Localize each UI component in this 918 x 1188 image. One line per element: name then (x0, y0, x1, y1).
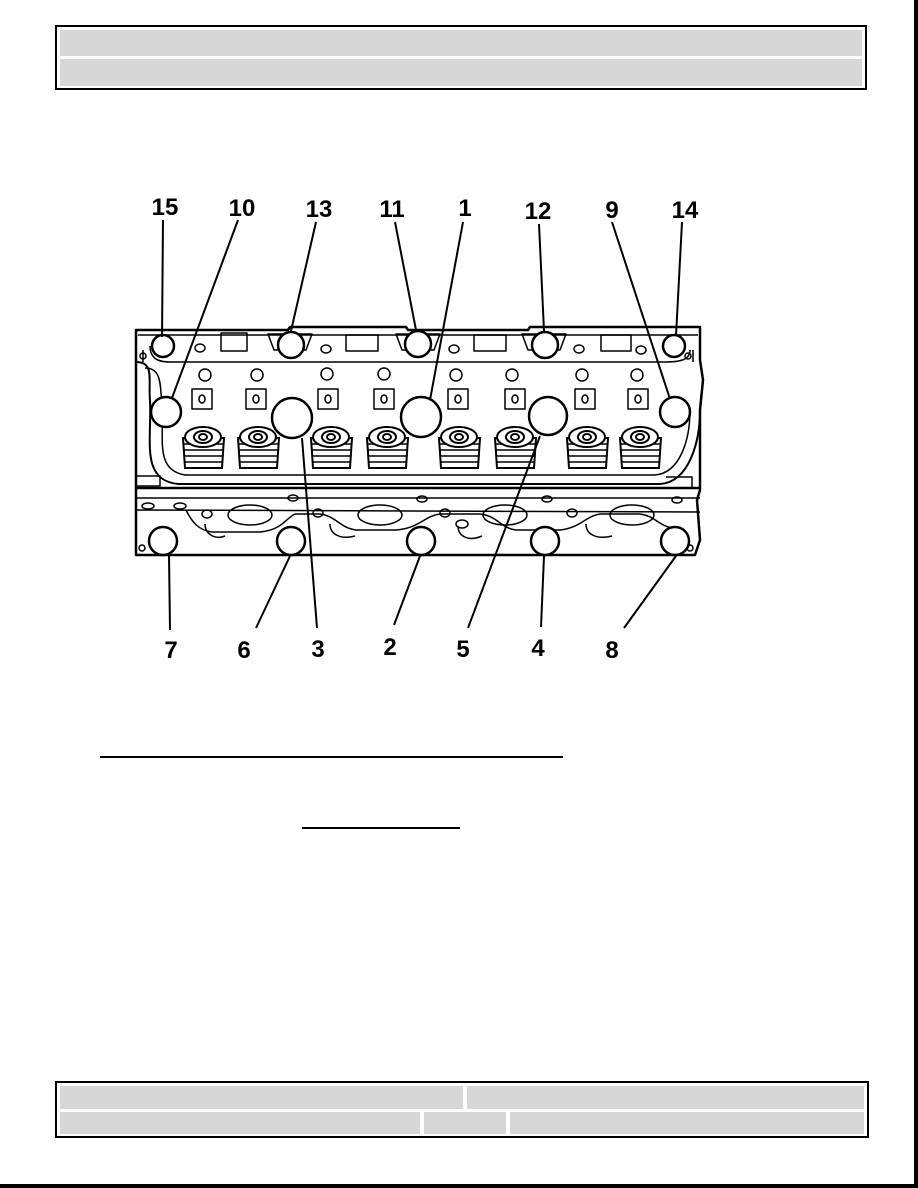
footer-cell-top-right (467, 1086, 864, 1109)
callout-label-8: 8 (605, 637, 618, 664)
callout-label-13: 13 (306, 196, 333, 223)
caption-rule (100, 756, 563, 758)
footer-cell-bottom-left (60, 1112, 420, 1134)
callout-label-7: 7 (164, 637, 177, 664)
page-header (55, 25, 867, 90)
callout-label-4: 4 (531, 635, 545, 662)
caption-underline (302, 827, 460, 829)
footer-cell-bottom-right (510, 1112, 864, 1134)
callout-label-6: 6 (237, 637, 250, 664)
callout-label-11: 11 (379, 196, 404, 223)
cylinder-head-illustration: 15 10 13 11 1 12 9 14 7 6 3 2 5 4 8 (134, 194, 705, 664)
callout-label-10: 10 (229, 195, 256, 222)
callout-label-14: 14 (672, 197, 699, 224)
header-subtitle-band (60, 59, 862, 86)
footer-cell-top-left (60, 1086, 463, 1109)
callout-label-3: 3 (311, 636, 324, 663)
cylinder-head-diagram: 15 10 13 11 1 12 9 14 7 6 3 2 5 4 8 (100, 185, 740, 675)
callout-label-12: 12 (525, 198, 552, 225)
callout-label-2: 2 (383, 634, 396, 661)
header-title-band (60, 30, 862, 56)
footer-cell-bottom-middle (424, 1112, 506, 1134)
callout-label-9: 9 (605, 197, 618, 224)
callout-label-15: 15 (152, 194, 179, 221)
callout-label-1: 1 (458, 195, 471, 222)
page-footer (55, 1081, 869, 1138)
callout-label-5: 5 (456, 636, 469, 663)
